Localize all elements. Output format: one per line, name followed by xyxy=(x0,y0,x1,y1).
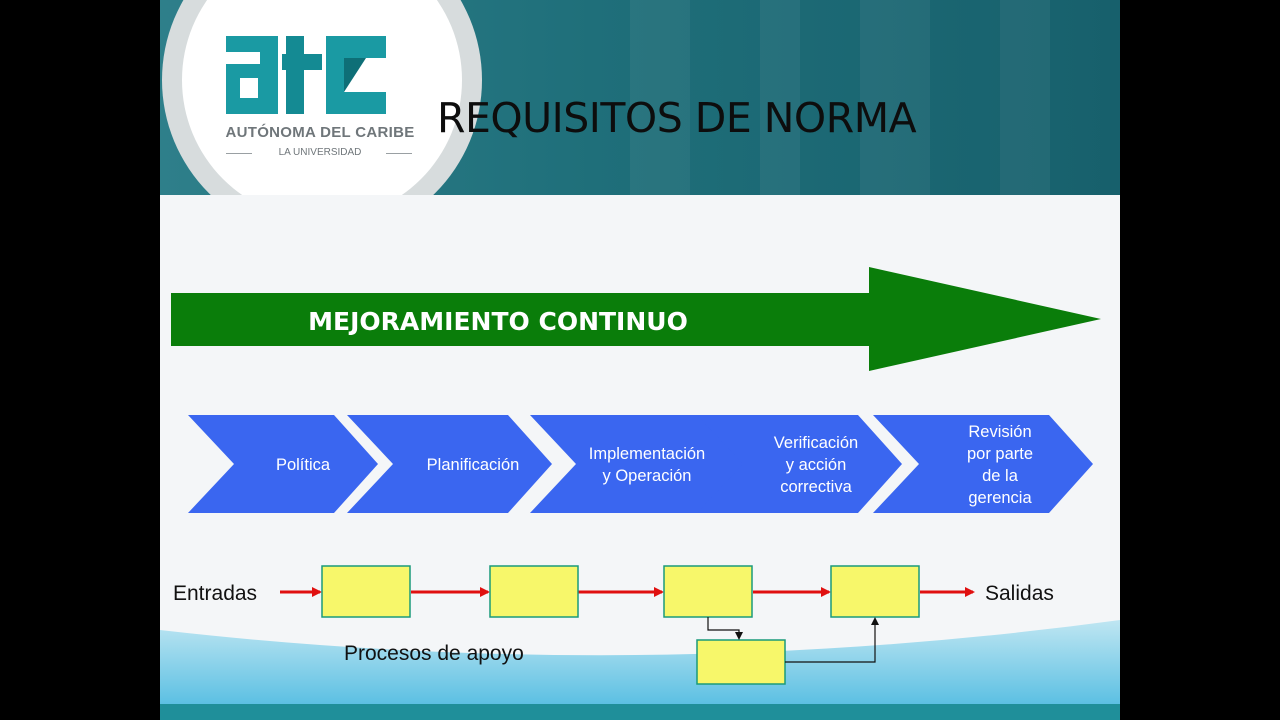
logo-divider-right xyxy=(386,153,412,154)
process-box-4 xyxy=(830,565,920,618)
support-processes-label: Procesos de apoyo xyxy=(344,642,524,665)
header-banner: AUTÓNOMA DEL CARIBE LA UNIVERSIDAD REQUI… xyxy=(160,0,1120,195)
process-step-chevron-3 xyxy=(530,415,745,513)
process-box-1 xyxy=(321,565,411,618)
support-connector-in xyxy=(707,617,743,640)
support-process-box xyxy=(696,639,786,685)
slide: AUTÓNOMA DEL CARIBE LA UNIVERSIDAD REQUI… xyxy=(160,0,1120,720)
process-step-chevron-5 xyxy=(873,415,1093,513)
process-step-label-2: Planificación xyxy=(427,456,520,474)
bottom-wave-decoration xyxy=(160,620,1120,704)
logo-text-main: AUTÓNOMA DEL CARIBE xyxy=(225,124,415,141)
process-step-chevron-4 xyxy=(697,415,902,513)
process-box-3 xyxy=(663,565,753,618)
process-step-chevron-1 xyxy=(188,415,378,513)
footer-bar xyxy=(160,704,1120,720)
process-step-chevron-2 xyxy=(347,415,552,513)
improvement-arrow xyxy=(171,267,1101,371)
input-label: Entradas xyxy=(173,582,257,605)
support-connector-out xyxy=(785,617,879,663)
process-step-label-1: Política xyxy=(276,456,331,474)
slide-title: REQUISITOS DE NORMA xyxy=(437,94,917,142)
logo-divider-left xyxy=(226,153,252,154)
logo-text-sub: LA UNIVERSIDAD xyxy=(278,147,362,158)
university-logo-icon xyxy=(226,36,386,114)
process-box-2 xyxy=(489,565,579,618)
output-label: Salidas xyxy=(985,582,1054,605)
pdca-diagram: MEJORAMIENTO CONTINUO Política Planificac… xyxy=(171,267,1101,685)
improvement-arrow-label: MEJORAMIENTO CONTINUO xyxy=(308,307,688,336)
